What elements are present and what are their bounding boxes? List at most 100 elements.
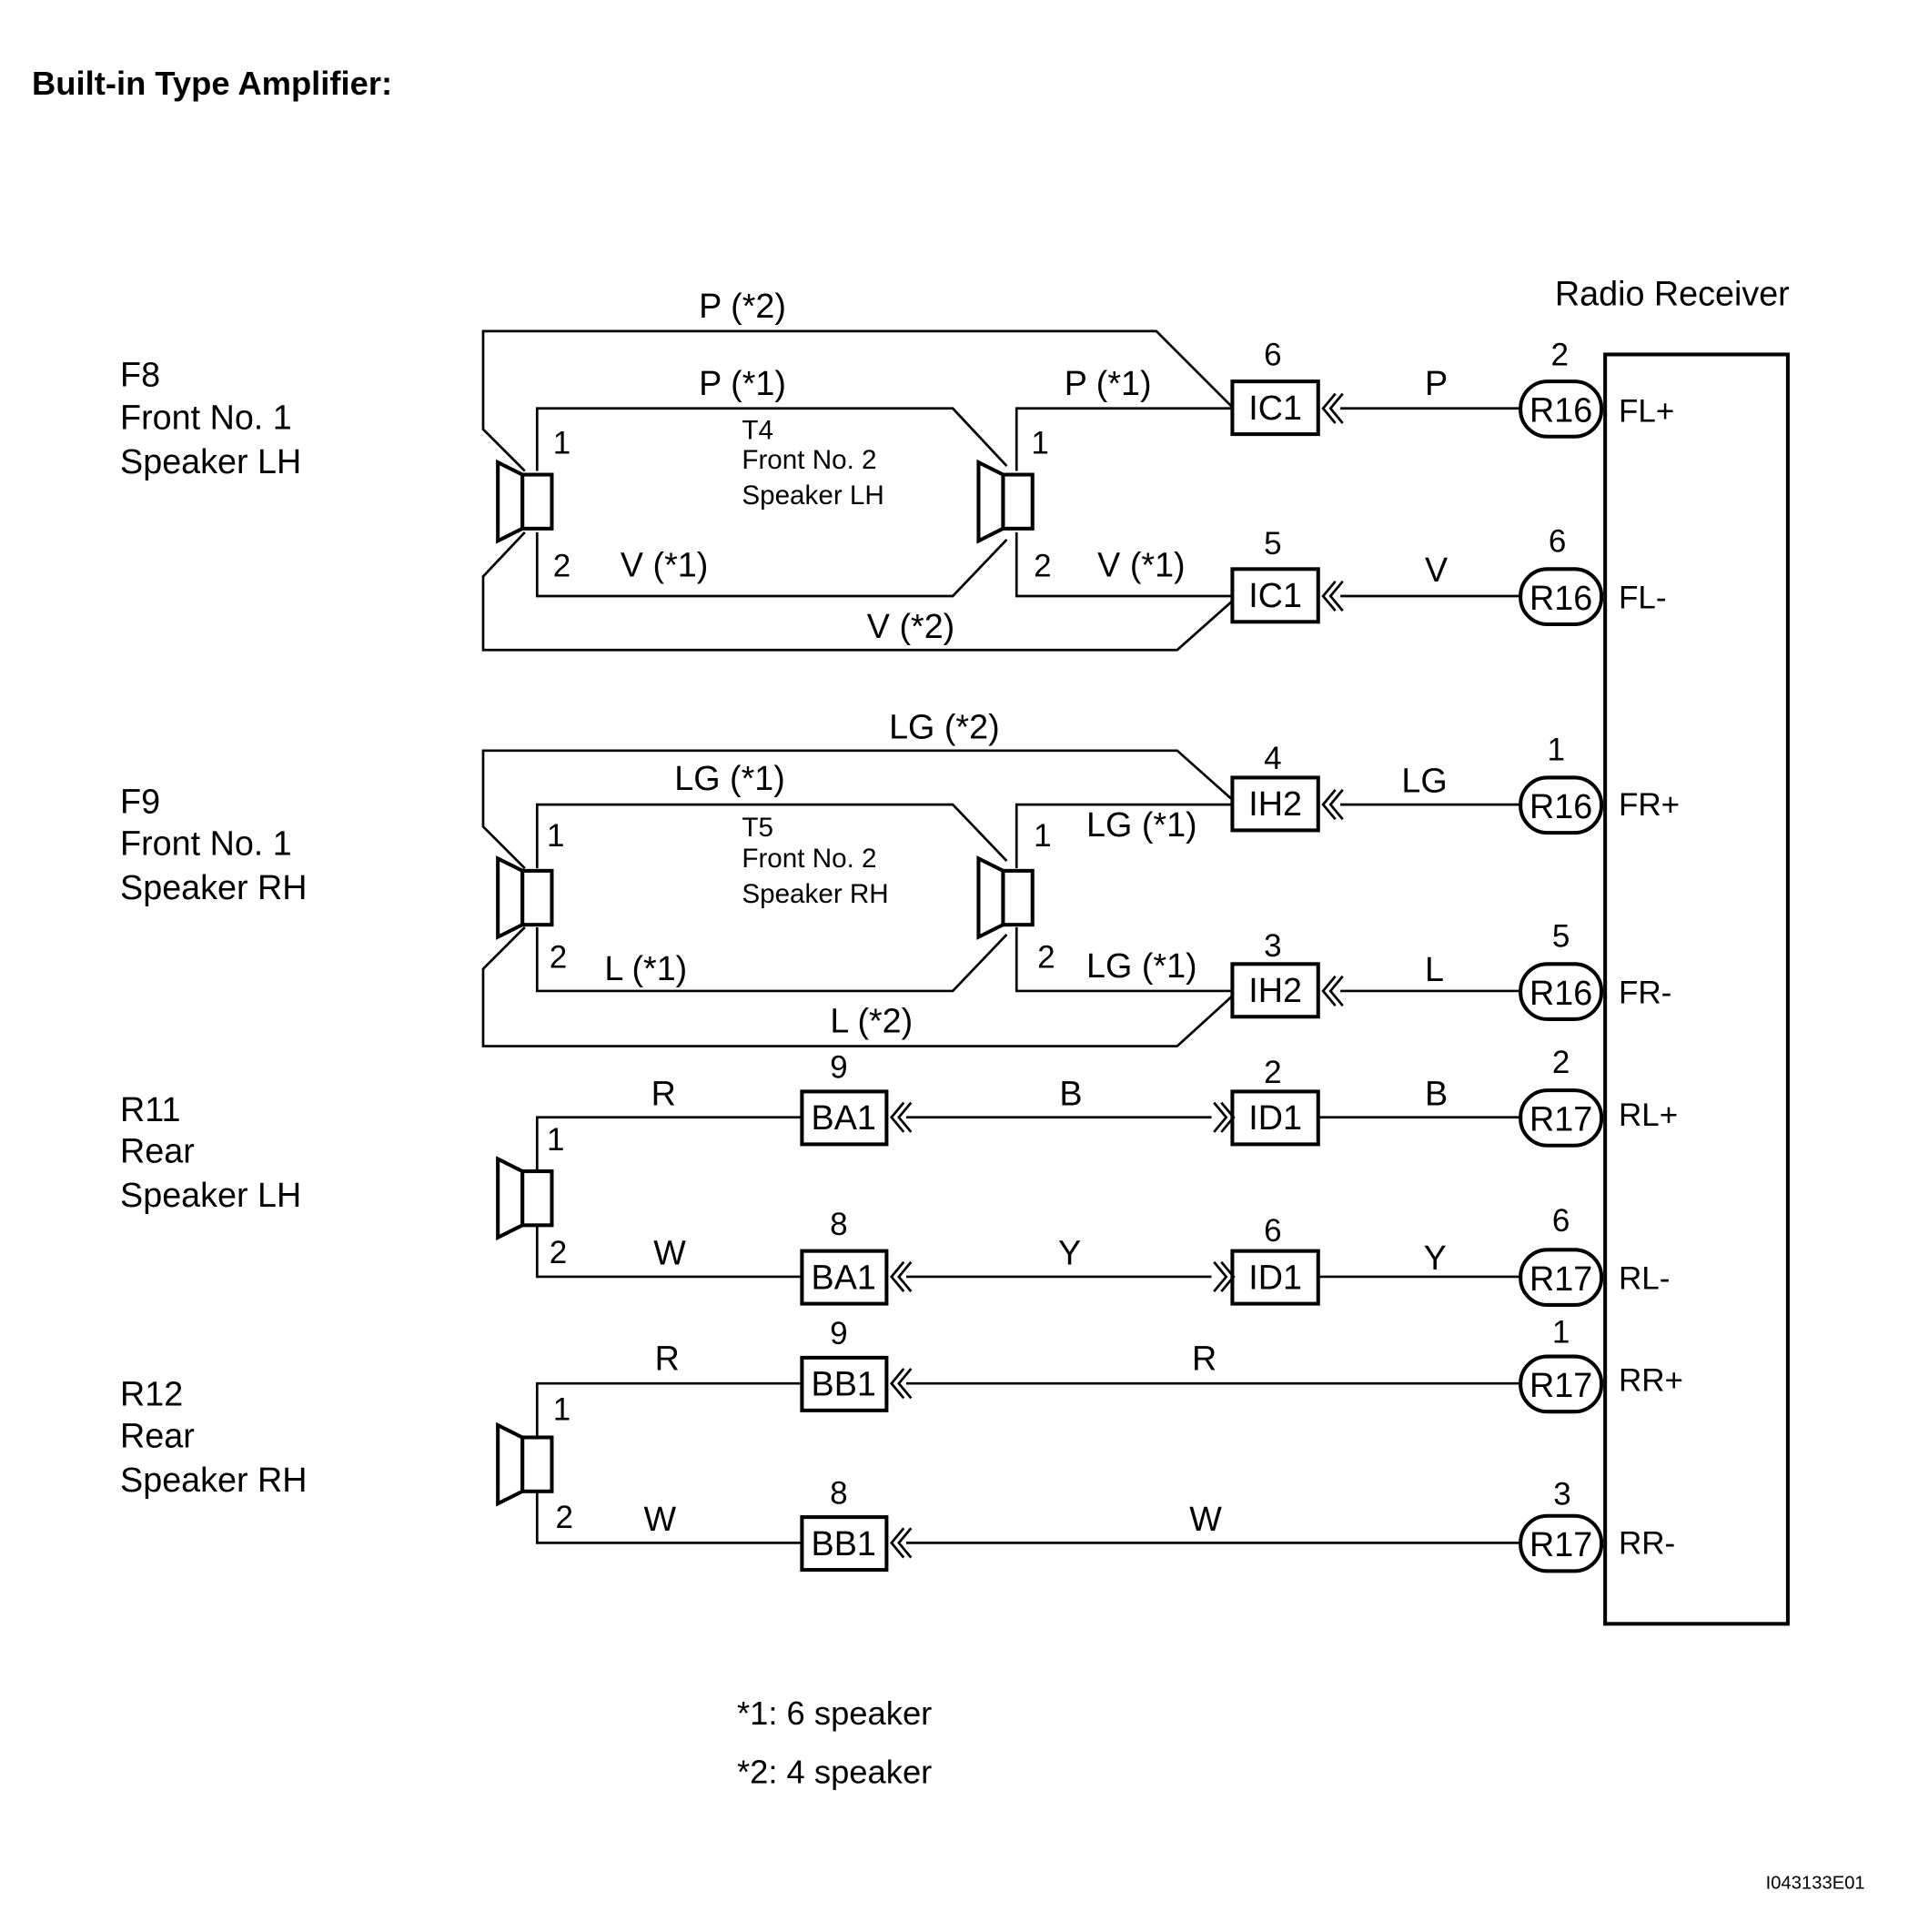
- connector-name: IH2: [1248, 784, 1302, 823]
- receiver-connector-fr-minus: R16 5: [1519, 918, 1604, 1021]
- speaker-labels: F8 Front No. 1 Speaker LH F9 Front No. 1…: [120, 356, 307, 1499]
- t4-side: Speaker LH: [742, 480, 883, 511]
- wire-r11-w: W: [653, 1233, 686, 1271]
- connector-pin: 3: [1553, 1477, 1570, 1512]
- f9-side: Speaker RH: [120, 868, 307, 906]
- speaker-f8-icon: [496, 459, 554, 544]
- connector-pin: 4: [1264, 741, 1281, 776]
- terminal-fr-plus: FR+: [1619, 787, 1680, 823]
- pin-r11-2: 2: [550, 1235, 567, 1270]
- wire-r12-r2: R: [1192, 1339, 1216, 1377]
- wire-v2: V (*2): [867, 607, 954, 645]
- connector-id1-top: ID1 2: [1213, 1055, 1320, 1147]
- connector-name: BB1: [812, 1524, 876, 1563]
- wire-r11-b: B: [1059, 1074, 1082, 1112]
- pin-f8-1: 1: [553, 426, 570, 461]
- terminal-rl-plus: RL+: [1619, 1097, 1678, 1133]
- terminal-fl-minus: FL-: [1619, 580, 1667, 615]
- connector-name: R16: [1529, 787, 1592, 825]
- receiver-terminals: FL+ FL- FR+ FR- RL+ RL- RR+ RR-: [1619, 394, 1683, 1562]
- connector-pin: 6: [1552, 1203, 1570, 1239]
- terminal-fr-minus: FR-: [1619, 975, 1671, 1010]
- r11-code: R11: [120, 1090, 180, 1128]
- wire-lg2: LG (*2): [889, 707, 1000, 745]
- wire-v: V: [1425, 551, 1448, 589]
- pin-t4-2: 2: [1034, 548, 1051, 583]
- wire-p2: P (*2): [699, 287, 786, 325]
- receiver-connector-fl-plus: R16 2: [1519, 338, 1604, 439]
- connector-pin: 5: [1552, 918, 1570, 954]
- connectors: IC1 6 IC1 5 IH2 4 IH2 3 BA1 9: [800, 338, 1344, 1573]
- speaker-r12-icon: [496, 1421, 554, 1507]
- connector-pin: 9: [830, 1316, 847, 1351]
- connector-name: ID1: [1248, 1098, 1302, 1137]
- receiver-connectors: R16 2 R16 6 R16 1 R16 5 R17 2 R17 6: [1519, 338, 1604, 1573]
- pin-t5-1: 1: [1034, 818, 1051, 854]
- inner-speaker-labels: T4 Front No. 2 Speaker LH T5 Front No. 2…: [742, 415, 888, 908]
- connector-id1-bottom: ID1 6: [1213, 1213, 1320, 1306]
- wire-r11-y2: Y: [1424, 1239, 1447, 1277]
- f9-name: Front No. 1: [120, 824, 292, 862]
- connector-name: IC1: [1248, 389, 1302, 427]
- connector-pin: 9: [830, 1050, 847, 1086]
- pin-t4-1: 1: [1031, 426, 1048, 461]
- r11-name: Rear: [120, 1132, 195, 1170]
- connector-pin: 2: [1264, 1055, 1281, 1090]
- wire-r11-y: Y: [1058, 1233, 1081, 1271]
- connector-pin: 3: [1264, 928, 1281, 964]
- connector-pin: 2: [1551, 338, 1569, 373]
- wire-r12-w2: W: [1189, 1500, 1222, 1538]
- speaker-pins: 1 2 1 2 1 2 1 2 1 2 1 2: [547, 426, 1055, 1536]
- wire-lg1c: LG (*1): [1086, 946, 1197, 985]
- connector-ba1-top: BA1 9: [800, 1050, 913, 1147]
- t4-code: T4: [742, 415, 773, 445]
- t5-name: Front No. 2: [742, 844, 876, 874]
- pin-r12-1: 1: [553, 1392, 570, 1428]
- pin-f9-1: 1: [547, 818, 564, 854]
- wire-v1b: V (*1): [1097, 545, 1185, 583]
- pin-r12-2: 2: [556, 1500, 573, 1535]
- wire-r11-r: R: [651, 1074, 676, 1112]
- terminal-rl-minus: RL-: [1619, 1260, 1670, 1296]
- connector-name: BA1: [812, 1098, 876, 1137]
- receiver-connector-rl-plus: R17 2: [1519, 1045, 1604, 1148]
- connector-pin: 1: [1547, 733, 1564, 768]
- connector-bb1-top: BB1 9: [800, 1316, 913, 1412]
- receiver-connector-rr-plus: R17 1: [1519, 1315, 1604, 1414]
- connector-pin: 6: [1264, 1213, 1281, 1249]
- receiver-connector-rl-minus: R17 6: [1519, 1203, 1604, 1307]
- r11-side: Speaker LH: [120, 1176, 301, 1214]
- connector-name: R17: [1529, 1259, 1592, 1298]
- connector-name: R16: [1529, 974, 1592, 1012]
- wire-p1a: P (*1): [699, 364, 786, 402]
- connector-name: R17: [1529, 1100, 1592, 1138]
- connector-name: R17: [1529, 1525, 1592, 1563]
- connector-ic1-bottom: IC1 5: [1230, 526, 1344, 624]
- connector-name: R16: [1529, 579, 1592, 617]
- f8-code: F8: [120, 356, 160, 394]
- wire-p: P: [1425, 364, 1448, 402]
- connector-ic1-top: IC1 6: [1230, 338, 1344, 437]
- connector-pin: 6: [1549, 523, 1566, 559]
- connector-pin: 5: [1264, 526, 1281, 561]
- speaker-r11-icon: [496, 1156, 554, 1241]
- note-four-speaker: *2: 4 speaker: [737, 1754, 932, 1791]
- figure-id: I043133E01: [1766, 1873, 1865, 1893]
- speaker-t5-icon: [976, 855, 1035, 940]
- speaker-t4-icon: [976, 459, 1035, 544]
- pin-t5-2: 2: [1037, 939, 1055, 975]
- wire-lg1b: LG (*1): [1086, 805, 1197, 844]
- wires: [481, 329, 1521, 1544]
- speaker-f9-icon: [496, 855, 554, 940]
- pin-f8-2: 2: [553, 548, 570, 583]
- wire-lg: LG: [1401, 762, 1447, 800]
- wire-r12-w: W: [644, 1500, 677, 1538]
- terminal-rr-plus: RR+: [1619, 1362, 1683, 1398]
- connector-name: ID1: [1248, 1258, 1302, 1296]
- receiver-connector-fl-minus: R16 6: [1519, 523, 1604, 627]
- r12-side: Speaker RH: [120, 1461, 307, 1499]
- wire-p1b: P (*1): [1065, 364, 1152, 402]
- t4-name: Front No. 2: [742, 445, 876, 475]
